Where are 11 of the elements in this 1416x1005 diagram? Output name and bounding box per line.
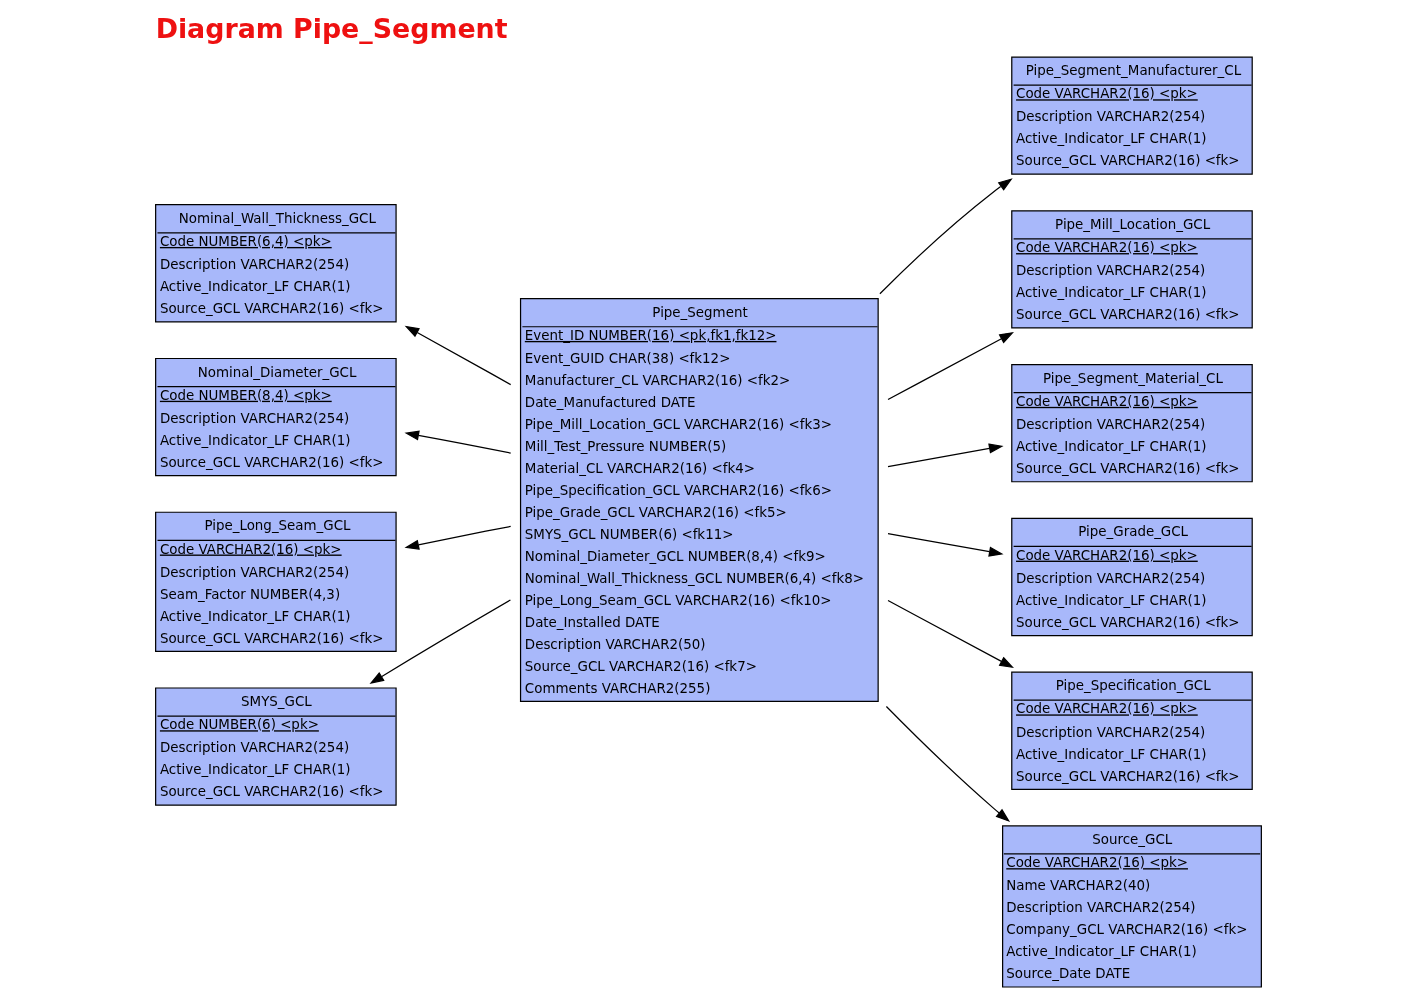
arrow [886, 332, 1014, 401]
diagram-title: Diagram Pipe_Segment [155, 13, 508, 45]
arrow [403, 525, 511, 550]
arrow [878, 178, 1013, 295]
arrow [886, 443, 1004, 468]
arrow [368, 599, 511, 684]
arrow [886, 599, 1014, 669]
arrow [886, 532, 1004, 557]
arrow [885, 705, 1010, 823]
arrow [403, 430, 511, 454]
arrow [404, 325, 511, 386]
